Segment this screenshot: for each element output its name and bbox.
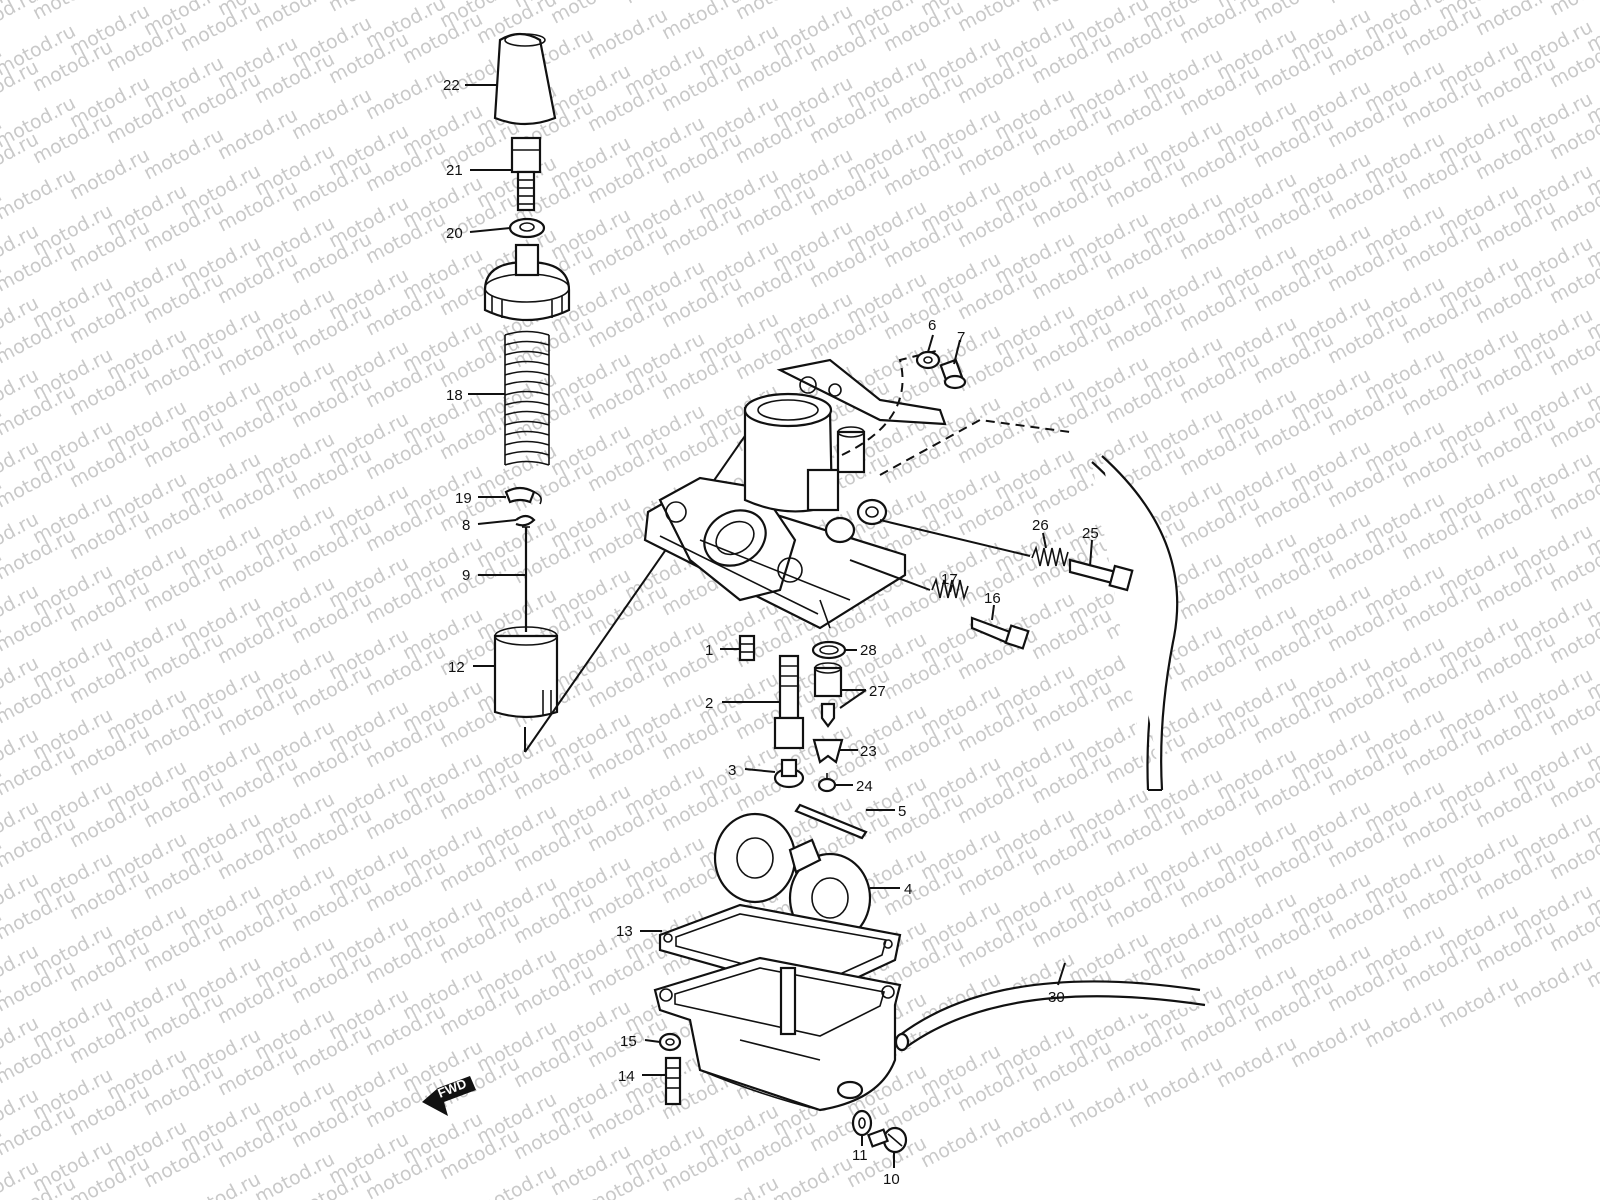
part-21-cable-adjuster	[510, 136, 542, 212]
watermark-text: motod.ru	[769, 1152, 856, 1200]
callout-4: 4	[904, 881, 912, 898]
callout-15: 15	[620, 1033, 637, 1050]
callout-25: 25	[1082, 525, 1099, 542]
assembly-line-to-25	[879, 519, 1031, 557]
part-18-throttle-spring	[504, 330, 550, 466]
callout-5: 5	[898, 803, 906, 820]
watermark-text: motod.ru	[991, 1092, 1078, 1152]
part-28-o-ring	[811, 640, 847, 660]
watermark-text: motod.ru	[177, 1168, 264, 1200]
callout-26: 26	[1032, 517, 1049, 534]
hose-30-end	[894, 1032, 910, 1052]
watermark-text: motod.ru	[1065, 1072, 1152, 1132]
callout-2: 2	[705, 695, 713, 712]
part-25-air-screw	[1068, 558, 1134, 592]
callout-1: 1	[705, 642, 713, 659]
watermark-text: motod.ru	[1472, 0, 1559, 40]
watermark-text: motod.ru	[214, 104, 301, 164]
callout-20: 20	[446, 225, 463, 242]
part-14-screw	[664, 1056, 682, 1106]
watermark-text: motod.ru	[288, 84, 375, 144]
callout-11: 11	[852, 1147, 868, 1164]
watermark-text: motod.ru	[1213, 1032, 1300, 1092]
part-27-needle-valve	[813, 662, 843, 728]
assembly-line-slide	[524, 399, 771, 753]
callout-22: 22	[443, 77, 460, 94]
callout-7: 7	[957, 329, 965, 346]
part-16-pilot-screw	[970, 616, 1030, 650]
part-11-washer	[851, 1109, 873, 1137]
watermark-text: motod.ru	[1546, 0, 1600, 20]
float-bowl	[653, 956, 902, 1112]
callout-16: 16	[984, 590, 1001, 607]
watermark-text: motod.ru	[251, 0, 338, 36]
callout-27: 27	[869, 683, 886, 700]
part-1-pilot-jet	[738, 634, 756, 662]
carburetor-body	[643, 358, 947, 630]
callout-23: 23	[860, 743, 877, 760]
part-mixing-chamber-top	[483, 243, 571, 322]
part-8-e-clip	[515, 514, 536, 527]
part-26-spring	[1031, 545, 1069, 567]
part-15-washer	[658, 1032, 682, 1052]
part-22-rubber-cap	[493, 32, 557, 126]
callout-10: 10	[883, 1171, 900, 1188]
leader-lines	[465, 84, 1093, 1168]
part-19-needle-retainer	[504, 486, 542, 505]
callout-13: 13	[616, 923, 633, 940]
part-10-drain-screw	[867, 1126, 908, 1154]
watermark-text: motod.ru	[917, 1112, 1004, 1172]
watermark-text: motod.ru	[1361, 992, 1448, 1052]
callout-18: 18	[446, 387, 463, 404]
assembly-line-to-17	[849, 559, 931, 591]
watermark-text: motod.ru	[584, 4, 671, 64]
callout-21: 21	[446, 162, 463, 179]
hose-30-inner	[904, 995, 1206, 1049]
watermark-text: motod.ru	[66, 144, 153, 204]
watermark-text: motod.ru	[1509, 952, 1596, 1012]
callout-19: 19	[455, 490, 472, 507]
watermark-text: motod.ru	[1435, 972, 1522, 1032]
watermark-text: motod.ru	[954, 0, 1041, 36]
callout-17: 17	[941, 571, 958, 588]
callout-labels: 22 21 20 18 19 8 9 12 6 7 26 25 17 16 1 …	[443, 77, 1099, 1188]
watermark-text: motod.ru	[1139, 1052, 1226, 1112]
part-9-jet-needle	[522, 526, 530, 632]
watermark-text: motod.ru	[695, 1172, 782, 1200]
part-4-float	[713, 812, 872, 944]
throttle-cable-dashed-path	[841, 349, 941, 456]
callout-8: 8	[462, 517, 470, 534]
callout-9: 9	[462, 567, 470, 584]
callout-3: 3	[728, 762, 736, 779]
callout-24: 24	[856, 778, 873, 795]
watermark-text: motod.ru	[362, 64, 449, 124]
callout-28: 28	[860, 642, 877, 659]
part-20-lock-nut	[508, 217, 546, 239]
part-5-float-pin	[794, 803, 868, 840]
part-3-main-jet	[773, 758, 805, 789]
callout-12: 12	[448, 659, 465, 676]
part-6-washer	[915, 350, 941, 370]
part-2-needle-jet	[773, 654, 805, 750]
part-12-throttle-valve	[493, 626, 559, 719]
watermark-text: motod.ru	[1287, 1012, 1374, 1072]
watermark-text: motod.ru	[0, 164, 79, 224]
part-7-screw	[939, 358, 967, 390]
callout-14: 14	[618, 1068, 635, 1085]
assembly-line-to-26	[879, 418, 1071, 476]
callout-30: 30	[1048, 989, 1065, 1006]
hose-right-inner	[1101, 455, 1179, 791]
part-23-retainer	[812, 738, 844, 764]
watermark-text: motod.ru	[140, 124, 227, 184]
callout-6: 6	[928, 317, 936, 334]
